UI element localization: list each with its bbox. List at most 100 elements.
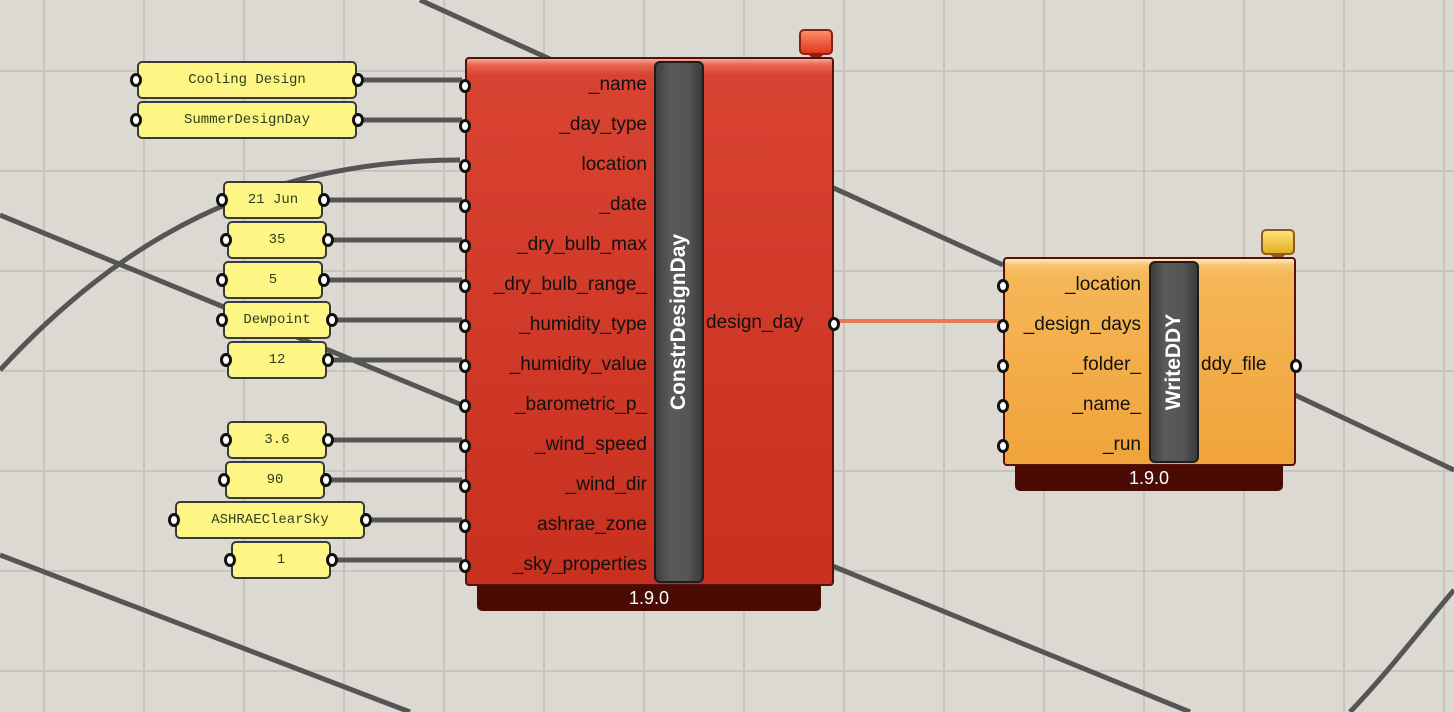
input-port[interactable] <box>997 319 1009 333</box>
panel-input-grip[interactable] <box>220 233 232 247</box>
panel-output-grip[interactable] <box>326 313 338 327</box>
input-port[interactable] <box>459 479 471 493</box>
input-port[interactable] <box>459 519 471 533</box>
panel[interactable]: 12 <box>220 341 334 379</box>
panel-output-grip[interactable] <box>322 233 334 247</box>
input-port[interactable] <box>459 279 471 293</box>
input-humidityvalue: _humidity_value <box>509 354 647 375</box>
input-ashraezone: ashrae_zone <box>537 514 647 535</box>
panel-output-grip[interactable] <box>318 193 330 207</box>
panel-output-grip[interactable] <box>318 273 330 287</box>
write-ddy-component[interactable]: WriteDDY _location _design_days _folder_ _n… <box>997 257 1302 466</box>
input-port[interactable] <box>997 279 1009 293</box>
input-winddir: _wind_dir <box>565 474 647 495</box>
panel-text: 90 <box>266 472 284 488</box>
wire-background-2 <box>829 562 1191 712</box>
panel-input-grip[interactable] <box>224 553 236 567</box>
message-bubble-icon[interactable] <box>1261 229 1295 262</box>
version-footer: 1.9.0 <box>1015 465 1283 491</box>
panel-text: 12 <box>268 352 286 368</box>
component-title: WriteDDY <box>1162 313 1185 411</box>
panel-output-grip[interactable] <box>322 433 334 447</box>
input-port[interactable] <box>459 319 471 333</box>
panel-output-grip[interactable] <box>320 473 332 487</box>
input-port[interactable] <box>459 559 471 573</box>
panel-input-grip[interactable] <box>220 433 232 447</box>
panel[interactable]: SummerDesignDay <box>130 101 364 139</box>
panel-input-grip[interactable] <box>218 473 230 487</box>
input-port[interactable] <box>459 439 471 453</box>
input-location: _location <box>1064 274 1141 295</box>
output-design-day: design_day <box>706 312 804 333</box>
panel-output-grip[interactable] <box>322 353 334 367</box>
input-port[interactable] <box>997 359 1009 373</box>
input-designdays: _design_days <box>1023 314 1141 335</box>
panel[interactable]: 5 <box>216 261 330 299</box>
input-port[interactable] <box>997 439 1009 453</box>
panel[interactable]: ASHRAEClearSky <box>168 501 372 539</box>
input-port[interactable] <box>459 159 471 173</box>
wire-background-3 <box>1293 392 1454 473</box>
input-windspeed: _wind_speed <box>535 434 647 455</box>
version-label: 1.9.0 <box>1128 468 1170 488</box>
panel-text: 3.6 <box>264 432 290 448</box>
panel-output-grip[interactable] <box>352 113 364 127</box>
input-port[interactable] <box>459 239 471 253</box>
panel-output-grip[interactable] <box>352 73 364 87</box>
component-title-bar[interactable]: ConstrDesignDay <box>654 61 704 583</box>
wire-background-4 <box>1348 588 1454 712</box>
wire-background-1 <box>0 552 411 712</box>
input-port[interactable] <box>997 399 1009 413</box>
input-port[interactable] <box>459 399 471 413</box>
panel-text: ASHRAEClearSky <box>211 512 329 528</box>
component-title: ConstrDesignDay <box>667 233 690 411</box>
input-daytype: _day_type <box>559 114 647 135</box>
input-port[interactable] <box>459 79 471 93</box>
panel-input-grip[interactable] <box>168 513 180 527</box>
version-label: 1.9.0 <box>628 588 670 608</box>
constr-design-day-component[interactable]: ConstrDesignDay _name _day_type location _d… <box>459 57 840 586</box>
panel[interactable]: Dewpoint <box>216 301 338 339</box>
panel[interactable]: 21 Jun <box>216 181 330 219</box>
component-title-bar[interactable]: WriteDDY <box>1149 261 1199 463</box>
input-port[interactable] <box>459 359 471 373</box>
panel-input-grip[interactable] <box>130 73 142 87</box>
message-bubble-icon[interactable] <box>799 29 833 62</box>
panel-input-grip[interactable] <box>130 113 142 127</box>
panel[interactable]: Cooling Design <box>130 61 364 99</box>
panel-text: 21 Jun <box>247 192 299 208</box>
wire-location-input <box>0 157 461 372</box>
panel-input-grip[interactable] <box>220 353 232 367</box>
input-drybulbmax: _dry_bulb_max <box>517 234 647 255</box>
input-skyproperties: _sky_properties <box>512 554 647 575</box>
panel[interactable]: 3.6 <box>220 421 334 459</box>
panel[interactable]: 1 <box>224 541 338 579</box>
output-ddy-file: ddy_file <box>1201 354 1267 375</box>
panel-text: Cooling Design <box>188 72 306 88</box>
input-port[interactable] <box>459 119 471 133</box>
panel-text: 1 <box>276 552 286 568</box>
panel-input-grip[interactable] <box>216 273 228 287</box>
panel-text: SummerDesignDay <box>183 112 311 128</box>
input-name: _name_ <box>1072 394 1141 415</box>
panel-text: 35 <box>268 232 286 248</box>
output-port[interactable] <box>828 317 840 331</box>
panel[interactable]: 90 <box>218 461 332 499</box>
input-port[interactable] <box>459 199 471 213</box>
input-run: _run <box>1102 434 1141 455</box>
input-location: location <box>581 154 648 175</box>
panel-text: 5 <box>268 272 278 288</box>
panel[interactable]: 35 <box>220 221 334 259</box>
input-drybulbrange: _dry_bulb_range_ <box>493 274 647 295</box>
input-date: _date <box>599 194 647 215</box>
panel-input-grip[interactable] <box>216 193 228 207</box>
panel-output-grip[interactable] <box>360 513 372 527</box>
input-folder: _folder_ <box>1072 354 1141 375</box>
version-footer: 1.9.0 <box>477 585 821 611</box>
panel-text: Dewpoint <box>243 312 311 328</box>
input-name: _name <box>588 74 647 95</box>
panel-input-grip[interactable] <box>216 313 228 327</box>
panel-output-grip[interactable] <box>326 553 338 567</box>
output-port[interactable] <box>1290 359 1302 373</box>
input-humiditytype: _humidity_type <box>519 314 647 335</box>
